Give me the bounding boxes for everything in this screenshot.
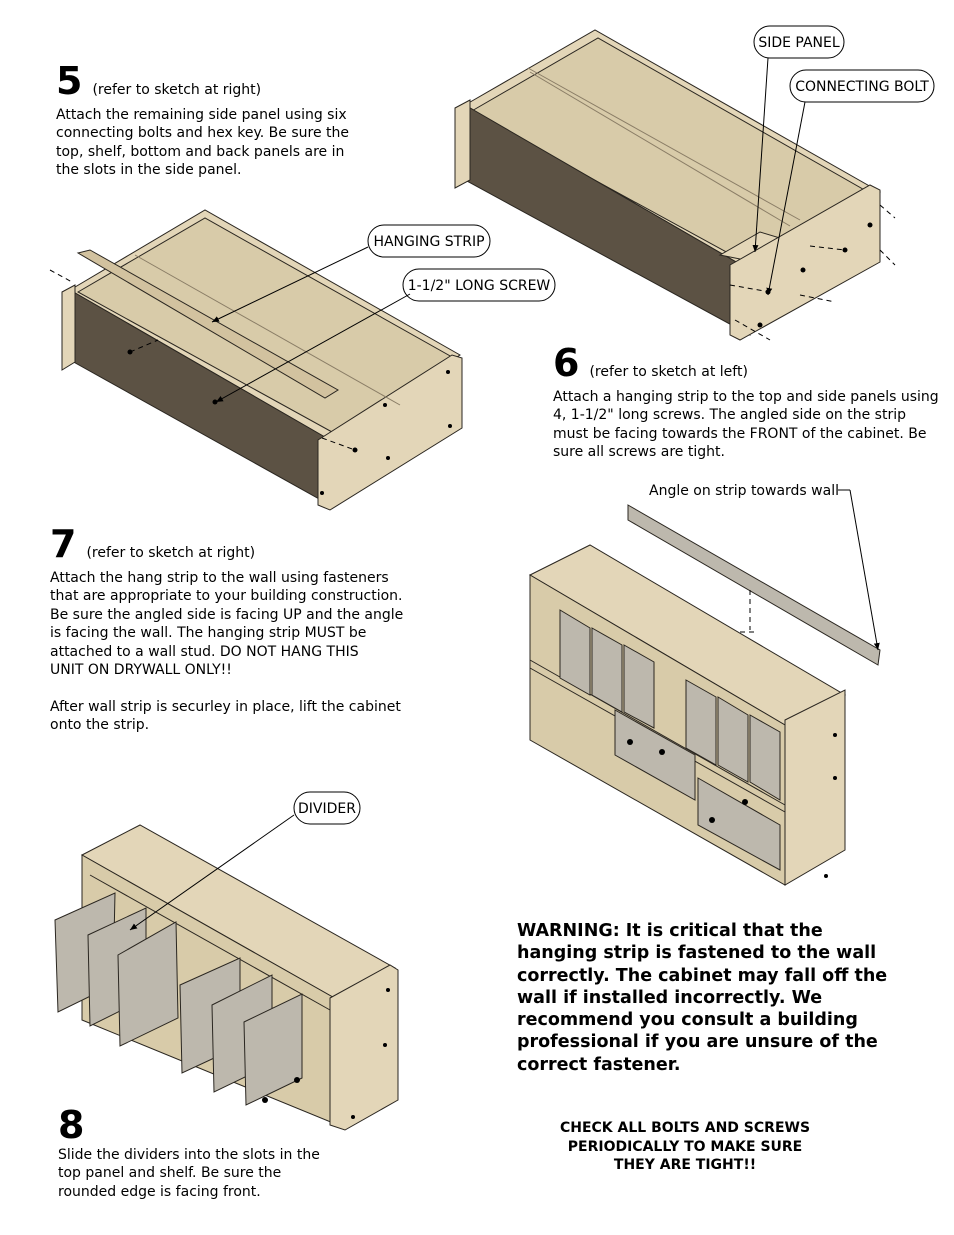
side-panel-callout: SIDE PANEL [752, 25, 845, 253]
warning-line: hanging strip is fastened to the wall [517, 943, 877, 964]
connecting-bolt-callout: CONNECTING BOLT [766, 69, 935, 296]
angle-note-callout: Angle on strip towards wall [649, 483, 880, 651]
warning-line: wall if installed incorrectly. We [517, 987, 823, 1008]
step-8-line: rounded edge is facing front. [58, 1183, 261, 1200]
step-5-instructions: Attach the remaining side panel using si… [56, 106, 396, 180]
step5-cabinet-drawing [454, 29, 896, 341]
divider-label: DIVIDER [298, 801, 356, 817]
step-5-line: connecting bolts and hex key. Be sure th… [56, 125, 349, 142]
side-panel-label: SIDE PANEL [758, 35, 840, 51]
warning-line: correctly. The cabinet may fall off the [517, 965, 888, 986]
step-8-number: 8 [58, 1103, 85, 1147]
connecting-bolt-label: CONNECTING BOLT [795, 79, 929, 95]
step-7-line: that are appropriate to your building co… [50, 588, 403, 605]
step-5-line: top, shelf, bottom and back panels are i… [56, 143, 345, 160]
long-screw-label: 1-1/2" LONG SCREW [408, 278, 551, 294]
step-8-line: Slide the dividers into the slots in the [58, 1147, 320, 1163]
step-6-ref: (refer to sketch at left) [589, 364, 748, 380]
check-bolts-notice: CHECK ALL BOLTS AND SCREWS PERIODICALLY … [540, 1119, 830, 1175]
step-7-line: onto the strip. [50, 717, 150, 734]
warning-line: correct fastener. [517, 1054, 681, 1075]
step-6-line: Attach a hanging strip to the top and si… [553, 389, 939, 405]
hanging-strip-callout: HANGING STRIP [211, 224, 491, 323]
step-5-block: 5 (refer to sketch at right) Attach the r… [56, 62, 396, 180]
warning-line: WARNING: It is critical that the [517, 921, 823, 941]
warning-line: professional if you are unsure of the [517, 1032, 878, 1053]
warning-notice: WARNING: It is critical that the hanging… [517, 920, 907, 1076]
step-7-line: is facing the wall. The hanging strip MU… [50, 625, 367, 642]
check-line: THEY ARE TIGHT!! [613, 1157, 757, 1173]
step-7-line [50, 679, 410, 697]
step-5-ref: (refer to sketch at right) [92, 82, 262, 98]
step-7-instructions: Attach the hang strip to the wall using … [50, 569, 410, 735]
step-7-line: After wall strip is securley in place, l… [50, 698, 401, 715]
step-6-line: must be facing towards the FRONT of the … [553, 425, 927, 442]
step-7-line: attached to a wall stud. DO NOT HANG THI… [50, 643, 359, 660]
step-6-line: sure all screws are tight. [553, 444, 725, 461]
step-7-ref: (refer to sketch at right) [86, 545, 256, 561]
check-line: CHECK ALL BOLTS AND SCREWS [559, 1120, 811, 1136]
long-screw-callout: 1-1/2" LONG SCREW [215, 268, 556, 403]
hanging-strip-label: HANGING STRIP [373, 234, 484, 250]
step8-cabinet-drawing [54, 824, 399, 1131]
warning-line: recommend you consult a building [517, 1010, 858, 1031]
step-8-instructions: Slide the dividers into the slots in the… [58, 1146, 338, 1201]
step-6-number: 6 [553, 341, 580, 385]
check-line: PERIODICALLY TO MAKE SURE [567, 1138, 803, 1155]
divider-callout: DIVIDER [129, 791, 361, 931]
step6-cabinet-drawing [49, 209, 463, 511]
step-7-number: 7 [50, 522, 77, 566]
step-6-line: 4, 1-1/2" long screws. The angled side o… [553, 407, 906, 424]
step-8-line: top panel and shelf. Be sure the [58, 1165, 282, 1182]
step-7-block: 7 (refer to sketch at right) Attach the h… [50, 525, 410, 735]
step-7-line: Be sure the angled side is facing UP and… [50, 606, 404, 623]
step-6-block: 6 (refer to sketch at left) Attach a hang… [553, 344, 948, 462]
step-8-block: 8 Slide the dividers into the slots in t… [58, 1106, 338, 1201]
step-6-instructions: Attach a hanging strip to the top and si… [553, 388, 948, 462]
step-5-line: the slots in the side panel. [56, 162, 242, 179]
step-5-number: 5 [56, 59, 83, 103]
angle-note-label: Angle on strip towards wall [649, 483, 839, 499]
step-5-line: Attach the remaining side panel using si… [56, 107, 347, 123]
step-7-line: UNIT ON DRYWALL ONLY!! [50, 662, 232, 679]
step-7-line: Attach the hang strip to the wall using … [50, 570, 389, 586]
step7-cabinet-drawing [528, 504, 881, 886]
